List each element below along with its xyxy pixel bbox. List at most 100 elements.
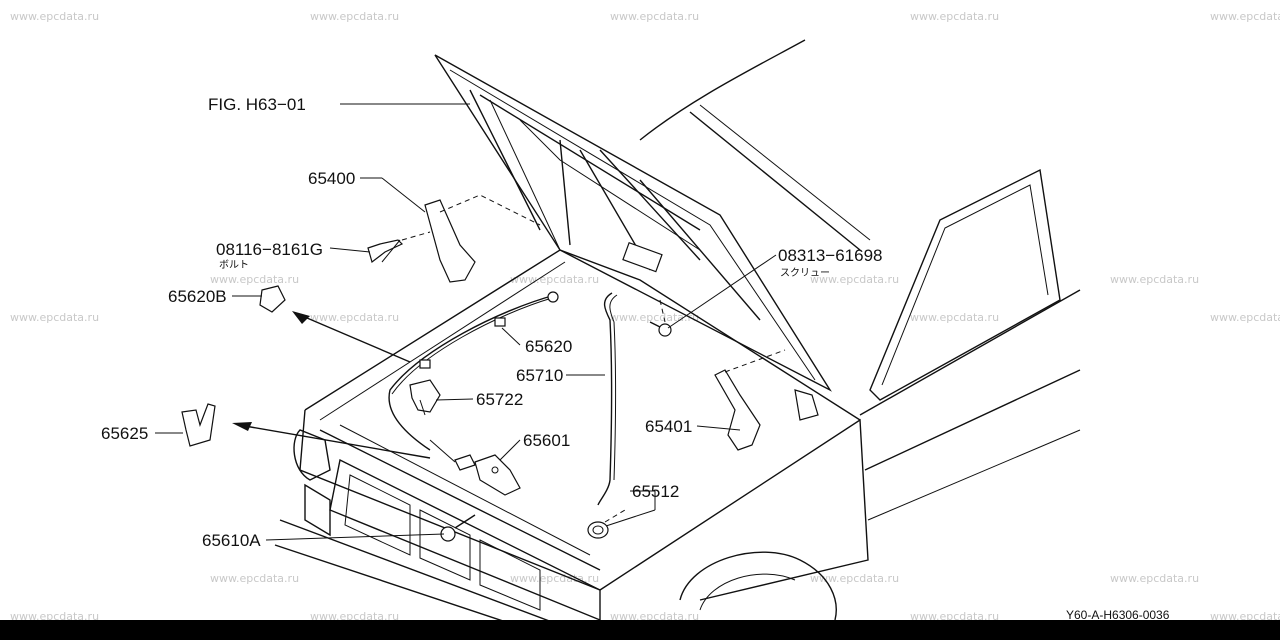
grommet-dash bbox=[604, 509, 626, 523]
watermark-text: www.epcdata.ru bbox=[310, 311, 399, 324]
watermark-text: www.epcdata.ru bbox=[310, 10, 399, 23]
clip-65625-leader bbox=[244, 425, 431, 459]
watermark-text: www.epcdata.ru bbox=[1110, 273, 1199, 286]
bolt-part bbox=[367, 239, 404, 264]
watermark-text: www.epcdata.ru bbox=[510, 572, 599, 585]
beltline bbox=[859, 289, 1081, 416]
wheel-arch bbox=[679, 551, 837, 621]
grommet-hole bbox=[592, 525, 604, 535]
bolt-thread bbox=[381, 239, 401, 263]
hood-edge-inner bbox=[449, 69, 816, 381]
clip-65625-part bbox=[181, 403, 216, 447]
clip-65620b-leader bbox=[299, 314, 411, 363]
cable-clip bbox=[494, 317, 506, 327]
cable-clip bbox=[419, 359, 431, 369]
lock-knob-stem bbox=[454, 514, 476, 529]
support-rod bbox=[597, 292, 613, 506]
clip-65620b-part bbox=[259, 285, 286, 313]
fender-panel bbox=[599, 418, 869, 601]
watermark-text: www.epcdata.ru bbox=[10, 10, 99, 23]
reference-code: Y60-A-H6306-0036 bbox=[1066, 608, 1170, 622]
leader-65601 bbox=[499, 439, 521, 461]
engine-bay-edge bbox=[304, 249, 861, 421]
arrow-head bbox=[232, 422, 252, 431]
door-lower-line bbox=[864, 369, 1081, 471]
label-clip-rod: 65625 bbox=[101, 424, 148, 443]
vehicle-body bbox=[274, 39, 1081, 640]
watermark-text: www.epcdata.ru bbox=[1210, 10, 1280, 23]
watermark-text: www.epcdata.ru bbox=[10, 311, 99, 324]
hood-outer bbox=[434, 54, 832, 392]
label-clip-cable: 65620B bbox=[168, 287, 227, 306]
grommet-part bbox=[587, 521, 609, 539]
side-window bbox=[869, 168, 1061, 401]
leader-screw bbox=[667, 254, 777, 329]
watermark-text: www.epcdata.ru bbox=[910, 10, 999, 23]
leader-65722 bbox=[435, 398, 474, 401]
watermark-text: www.epcdata.ru bbox=[310, 610, 399, 623]
screw-group bbox=[649, 299, 672, 337]
label-rod-holder: 65722 bbox=[476, 390, 523, 409]
leader-65400 bbox=[381, 177, 426, 213]
leader-65512 bbox=[605, 509, 656, 527]
hinge-right-part bbox=[714, 369, 761, 451]
watermark-text: www.epcdata.ru bbox=[510, 273, 599, 286]
hinge-right-group bbox=[714, 349, 819, 451]
leader-65610a bbox=[265, 533, 445, 541]
screw-thread bbox=[649, 321, 661, 328]
hood-lock-bolt bbox=[491, 466, 499, 474]
turn-lamp bbox=[304, 483, 331, 537]
windshield-top-line bbox=[639, 39, 806, 141]
grille-slot bbox=[479, 539, 541, 611]
watermark-text: www.epcdata.ru bbox=[210, 572, 299, 585]
watermark-text: www.epcdata.ru bbox=[210, 273, 299, 286]
rod-holder-part bbox=[409, 379, 441, 413]
leader-bolt bbox=[329, 247, 371, 253]
label-hinge-right: 65401 bbox=[645, 417, 692, 436]
clip-65625-group bbox=[181, 403, 431, 459]
label-hood-lock: 65601 bbox=[523, 431, 570, 450]
label-lock-knob: 65610A bbox=[202, 531, 261, 550]
hood-reinforcement bbox=[519, 119, 701, 251]
rod-holder-stem bbox=[419, 399, 426, 416]
windshield-edge bbox=[689, 111, 861, 251]
release-cable bbox=[388, 294, 556, 451]
grille-slot bbox=[419, 509, 471, 581]
leader-lines bbox=[155, 103, 777, 541]
screw-leader bbox=[659, 299, 666, 323]
grille-frame bbox=[329, 458, 601, 622]
cable-end bbox=[547, 291, 559, 303]
leader-65620 bbox=[501, 327, 521, 346]
figure-label: FIG. H63−01 bbox=[208, 95, 306, 114]
label-screw: 08313−61698 bbox=[778, 246, 882, 265]
hood-frame-member bbox=[469, 89, 541, 231]
hinge-right-bracket bbox=[794, 389, 819, 421]
hood-reinforcement bbox=[489, 99, 561, 251]
hood-lock-cable-end bbox=[429, 439, 456, 463]
watermark-text: www.epcdata.ru bbox=[10, 610, 99, 623]
grille-slot bbox=[344, 474, 411, 556]
watermark-text: www.epcdata.ru bbox=[1210, 610, 1280, 623]
release-cable-inner bbox=[391, 297, 553, 395]
label-bolt-jp: ボルト bbox=[219, 259, 249, 271]
support-rod-group bbox=[597, 292, 618, 506]
label-grommet: 65512 bbox=[632, 482, 679, 501]
grommet-group bbox=[587, 509, 626, 539]
hood-brace bbox=[559, 139, 571, 246]
watermark-text: www.epcdata.ru bbox=[810, 273, 899, 286]
door-sill-line bbox=[867, 429, 1081, 521]
side-window-inner bbox=[881, 184, 1049, 386]
label-release-cable: 65620 bbox=[525, 337, 572, 356]
hood-panel bbox=[434, 54, 832, 392]
rod-holder-group bbox=[409, 379, 441, 416]
bottom-bar bbox=[0, 620, 1280, 640]
hood-lock-striker bbox=[622, 241, 663, 273]
radiator-support bbox=[319, 429, 601, 571]
hinge-left-part bbox=[424, 199, 476, 283]
release-cable-group bbox=[388, 291, 559, 451]
hood-brace bbox=[599, 149, 701, 261]
hood-lock-group bbox=[429, 439, 521, 496]
label-hinge-left: 65400 bbox=[308, 169, 355, 188]
watermark-text: www.epcdata.ru bbox=[610, 311, 699, 324]
